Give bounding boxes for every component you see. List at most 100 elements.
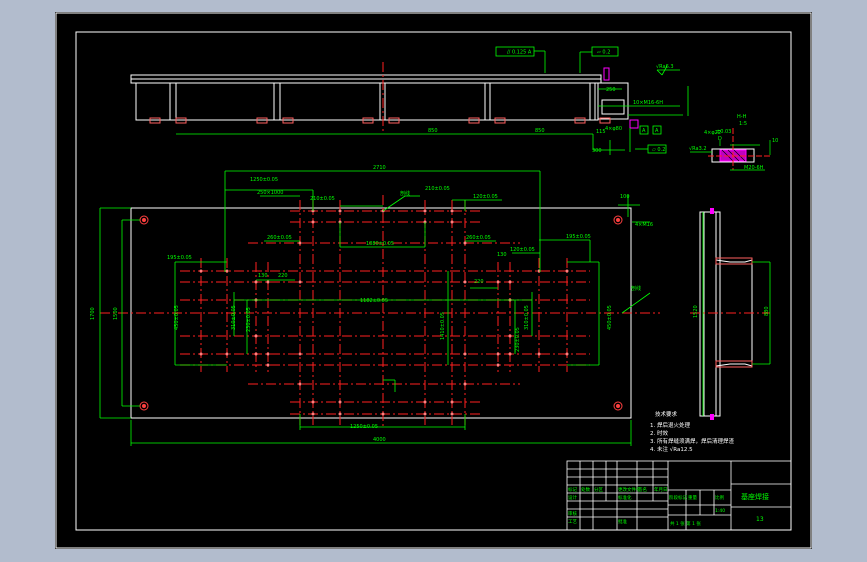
detail-ra: √Ra3.2 (689, 146, 707, 152)
tol-flatness-top: ▱ 0.2 (597, 50, 610, 56)
tb-date: 年月日 (654, 486, 668, 493)
technical-notes: 技术要求 1. 焊后退火处理 2. 时效 3. 所有焊缝须满焊，焊后清理焊渣 4… (650, 410, 734, 453)
tb-process: 工艺 (568, 519, 577, 525)
side-inner: 880 (764, 306, 770, 316)
tb-drawing-no: 13 (756, 516, 764, 523)
dim-100: 100 (620, 194, 630, 200)
roughness-top: √Ra6.3 (656, 64, 674, 70)
title-block-texts: 标记 处数 分区 更改文件号 签名 年月日 设计 标准化 审核 工艺 批准 阶段… (568, 486, 725, 527)
dim-130-right: 130 (497, 252, 507, 258)
notes-line-2: 2. 时效 (650, 429, 668, 437)
dim-1250-bottom: 1250±0.05 (350, 424, 378, 430)
dim-120-right: 120±0.05 (510, 247, 535, 253)
detail-m: M20-6H (744, 165, 764, 171)
datum-a1: A (642, 128, 646, 134)
tb-sheet: 共 1 张 第 1 张 (670, 520, 701, 527)
inner-frame (75, 31, 792, 531)
tb-sign: 签名 (638, 486, 647, 493)
side-height: 1520 (693, 305, 699, 318)
detail-tol: ±0.03 (716, 129, 731, 135)
dim-4x80: 4×φ80 (605, 126, 622, 132)
dim-850-right: 850 (535, 128, 545, 134)
vdim-mid: 1410±0.05 (440, 312, 446, 340)
outer-border (55, 12, 812, 549)
dim-4xm16: 4×M16 (635, 222, 653, 228)
dim-260b: 260±0.05 (466, 235, 491, 241)
vdim-right: 450±0.05 (607, 305, 613, 330)
end-block-inner (601, 99, 625, 115)
dim-250x1000: 250×1000 (257, 190, 283, 196)
tb-checker: 审核 (568, 510, 577, 517)
notes-title: 技术要求 (655, 410, 678, 418)
vdim-mid-right: 310±0.05 (524, 305, 530, 330)
side-view: 1520 880 (690, 208, 771, 420)
elevation-view (130, 74, 629, 121)
tb-scale-label: 比例 (715, 494, 724, 501)
tb-scale-value: 1:40 (715, 508, 725, 514)
dim-overall-length: 4000 (373, 437, 386, 443)
tb-standard: 标准化 (618, 494, 632, 501)
plan-view: 2710 4000 1700 1500 1250±0.05 250×1000 2… (90, 165, 660, 446)
plan-hole-points (199, 209, 569, 416)
dim-1182: 1182±0.05 (360, 298, 388, 304)
vdim-inner-right: 230±0.05 (515, 327, 521, 352)
tb-stage: 阶段标记 (669, 494, 687, 501)
title-block (566, 460, 792, 531)
dim-195-left: 195±0.05 (167, 255, 192, 261)
tb-weight: 重量 (688, 494, 697, 501)
elevation-feet (149, 67, 639, 129)
end-block (597, 82, 629, 120)
dim-220-left: 220 (278, 273, 288, 279)
tb-mark: 标记 (568, 486, 577, 493)
notes-line-3: 3. 所有焊缝须满焊，焊后清理焊渣 (650, 437, 734, 445)
dim-overall-width: 2710 (373, 165, 386, 171)
dim-10xm16: 10×M16-6H (633, 100, 663, 106)
tb-part-name: 基座焊接 (741, 492, 769, 501)
tb-zone: 分区 (594, 486, 603, 493)
dim-height-1500: 1500 (113, 307, 119, 320)
dim-220-right: 220 (474, 279, 484, 285)
dim-130-left: 130 (258, 273, 268, 279)
plan-dim-texts: 2710 4000 1700 1500 1250±0.05 250×1000 2… (90, 165, 653, 443)
tb-approve: 批准 (618, 518, 627, 525)
datum-a2: A (655, 128, 659, 134)
mark-right: 剖线 (631, 285, 641, 292)
notes-line-1: 1. 焊后退火处理 (650, 421, 690, 429)
tb-change: 更改文件号 (618, 486, 641, 493)
dim-height-1700: 1700 (90, 307, 96, 320)
detail-scale: 1:5 (739, 121, 747, 127)
title-block-main: 基座焊接 13 (741, 492, 769, 523)
dim-1250-top: 1250±0.05 (250, 177, 278, 183)
detail-10: 10 (772, 138, 778, 144)
vdim-inner-left: 230±0.05 (246, 307, 252, 332)
vdim-left: 450±0.05 (174, 305, 180, 330)
elevation-dimensions (176, 46, 689, 155)
dim-1880: 1880±0.05 (366, 241, 394, 247)
detail-hole: 4×φ22 (704, 130, 721, 136)
drawing-sheet (55, 12, 812, 549)
tol-parallel: // 0.125 A (507, 50, 532, 56)
notes-line-4: 4. 未注 √Ra12.5 (650, 445, 693, 453)
corner-hole-br (613, 401, 623, 411)
plan-dimensions (99, 170, 651, 446)
dim-115: 115 (596, 129, 606, 135)
detail-hh: H-H 1:5 D 10 4×φ22 ±0.03 √Ra3.2 M20-6H (689, 114, 778, 171)
detail-d: D (718, 136, 722, 142)
dim-260: 260±0.05 (267, 235, 292, 241)
dim-250: 250 (606, 87, 616, 93)
tb-designer: 设计 (568, 494, 577, 501)
tb-count: 处数 (581, 486, 590, 493)
dim-120: 120±0.05 (473, 194, 498, 200)
corner-hole-tr (613, 215, 623, 225)
dim-195-right: 195±0.05 (566, 234, 591, 240)
vdim-mid-left: 310±0.05 (231, 305, 237, 330)
tol-flatness-bottom: ▱ 0.2 (652, 147, 665, 153)
dim-210b: 210±0.05 (425, 186, 450, 192)
dim-850-left: 850 (428, 128, 438, 134)
mark-top: 剖线 (400, 190, 410, 197)
dim-300: 300 (592, 148, 602, 154)
dim-210a: 210±0.05 (310, 196, 335, 202)
detail-title: H-H (737, 114, 747, 120)
elevation-dim-texts: // 0.125 A ▱ 0.2 250 850 850 115 300 √Ra… (428, 50, 674, 155)
